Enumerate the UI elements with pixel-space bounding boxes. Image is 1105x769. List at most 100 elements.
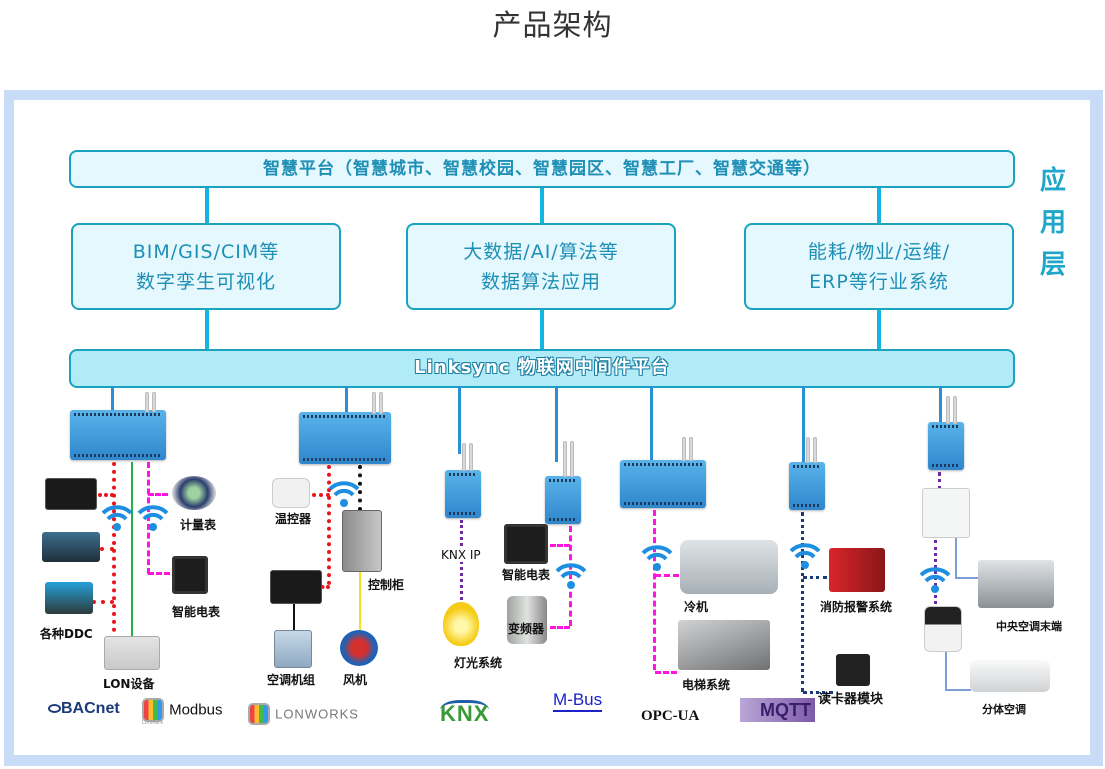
rs485-link — [112, 462, 116, 632]
antenna-icon — [946, 396, 950, 424]
connector — [540, 308, 544, 351]
antenna-icon — [469, 443, 473, 471]
mbus-link — [550, 544, 570, 547]
label-smart-meter: 智能电表 — [172, 605, 221, 619]
mqtt-logo: MQTT — [740, 698, 815, 722]
chiller-device — [680, 540, 778, 594]
bacnet-eye-icon — [48, 704, 61, 714]
thermostat-panel-device — [922, 488, 970, 538]
wifi-icon — [919, 567, 951, 593]
antenna-icon — [813, 437, 817, 463]
modbus-label: Modbus — [169, 701, 223, 719]
wifi-icon — [137, 505, 169, 531]
label-split-ac: 分体空调 — [982, 703, 1026, 716]
bus-link — [803, 691, 833, 694]
bus-link — [801, 512, 804, 692]
ddc-controller-device — [45, 582, 93, 614]
control-link — [945, 650, 947, 690]
label-chiller: 冷机 — [684, 600, 709, 614]
app-line-2: ERP等行业系统 — [809, 271, 949, 293]
label-lighting: 灯光系统 — [454, 656, 503, 670]
application-layer-label: 应 用 层 — [1036, 160, 1070, 286]
diagram-canvas — [14, 100, 1090, 755]
label-fan: 风机 — [343, 673, 368, 687]
light-bulb-icon — [443, 602, 479, 646]
rs485-link — [934, 540, 937, 604]
label-elevator: 电梯系统 — [682, 678, 731, 692]
mbus-logo: M-Bus — [553, 690, 603, 712]
mbus-link — [569, 526, 572, 626]
lonworks-label: LonWorks — [275, 706, 359, 722]
label-cabinet: 控制柜 — [368, 578, 405, 592]
label-lon-device: LON设备 — [103, 677, 155, 691]
modbus-link — [655, 671, 677, 674]
fan-device — [340, 630, 378, 666]
ddc-controller-device — [270, 570, 322, 604]
connector — [540, 186, 544, 225]
gateway-device — [789, 462, 825, 510]
app-line-2: 数字孪生可视化 — [135, 271, 276, 293]
app-line-1: BIM/GIS/CIM等 — [132, 241, 280, 263]
label-fcu: 中央空调末端 — [996, 620, 1062, 633]
lonworks-logo: LonWorks — [248, 703, 359, 725]
energy-meter-device — [172, 476, 216, 510]
uplink — [555, 386, 558, 462]
opc-ua-logo: OPC-UA — [641, 708, 699, 725]
gateway-device — [299, 412, 391, 464]
split-ac-device — [970, 660, 1050, 692]
control-link — [955, 577, 979, 579]
app-line-2: 数据算法应用 — [480, 271, 601, 293]
lon-device — [104, 636, 160, 670]
opc-ua-label: OPC-UA — [641, 708, 700, 724]
smart-platform-box: 智慧平台（智慧城市、智慧校园、智慧园区、智慧工厂、智慧交通等） — [69, 150, 1015, 188]
connector — [877, 308, 881, 351]
rs485-link — [327, 465, 331, 585]
rs485-link — [938, 472, 941, 490]
mbus-link — [148, 493, 168, 496]
gateway-device — [928, 422, 964, 470]
uplink — [111, 386, 114, 412]
lonworks-hexagon-icon — [248, 703, 270, 725]
air-handling-unit-device — [274, 630, 312, 668]
control-link — [945, 689, 971, 691]
layer-char: 用 — [1039, 208, 1066, 238]
page-title: 产品架构 — [492, 8, 613, 42]
mqtt-label: MQTT — [760, 700, 811, 720]
wifi-icon — [641, 545, 673, 571]
thermostat-device — [272, 478, 310, 508]
fan-coil-unit-device — [978, 560, 1054, 608]
rs485-link — [100, 547, 114, 551]
control-cabinet-device — [342, 510, 382, 572]
smart-power-meter-device — [504, 524, 548, 564]
label-meter: 计量表 — [180, 518, 217, 532]
antenna-icon — [682, 437, 686, 461]
label-card-reader: 读卡器模块 — [818, 692, 884, 707]
mbus-link — [148, 572, 170, 575]
antenna-icon — [953, 396, 957, 424]
connector — [205, 186, 209, 225]
rs485-link — [315, 585, 330, 589]
mbus-link — [147, 462, 150, 574]
antenna-icon — [689, 437, 693, 461]
app-line-1: 大数据/AI/算法等 — [463, 241, 619, 263]
knx-logo: KNX — [440, 700, 490, 726]
middleware-platform-box: Linksync 物联网中间件平台 — [69, 349, 1015, 388]
app-box-digital-twin: BIM/GIS/CIM等 数字孪生可视化 — [71, 223, 341, 310]
antenna-icon — [462, 443, 466, 471]
gateway-device — [445, 470, 481, 518]
smart-power-meter-device — [172, 556, 208, 594]
connector — [877, 186, 881, 225]
ddc-controller-device — [45, 478, 97, 510]
mbus-link — [550, 626, 570, 629]
lonmark-hexagon-icon — [142, 698, 164, 722]
antenna-icon — [152, 392, 156, 412]
label-inverter: 变频器 — [508, 622, 545, 636]
knx-label: KNX — [440, 701, 490, 726]
uplink — [939, 386, 942, 422]
wifi-icon — [328, 481, 360, 507]
label-knx-ip: KNX IP — [441, 548, 481, 562]
power-link — [359, 572, 361, 632]
antenna-icon — [563, 441, 567, 477]
ddc-controller-device — [42, 532, 100, 562]
uplink — [650, 386, 653, 461]
